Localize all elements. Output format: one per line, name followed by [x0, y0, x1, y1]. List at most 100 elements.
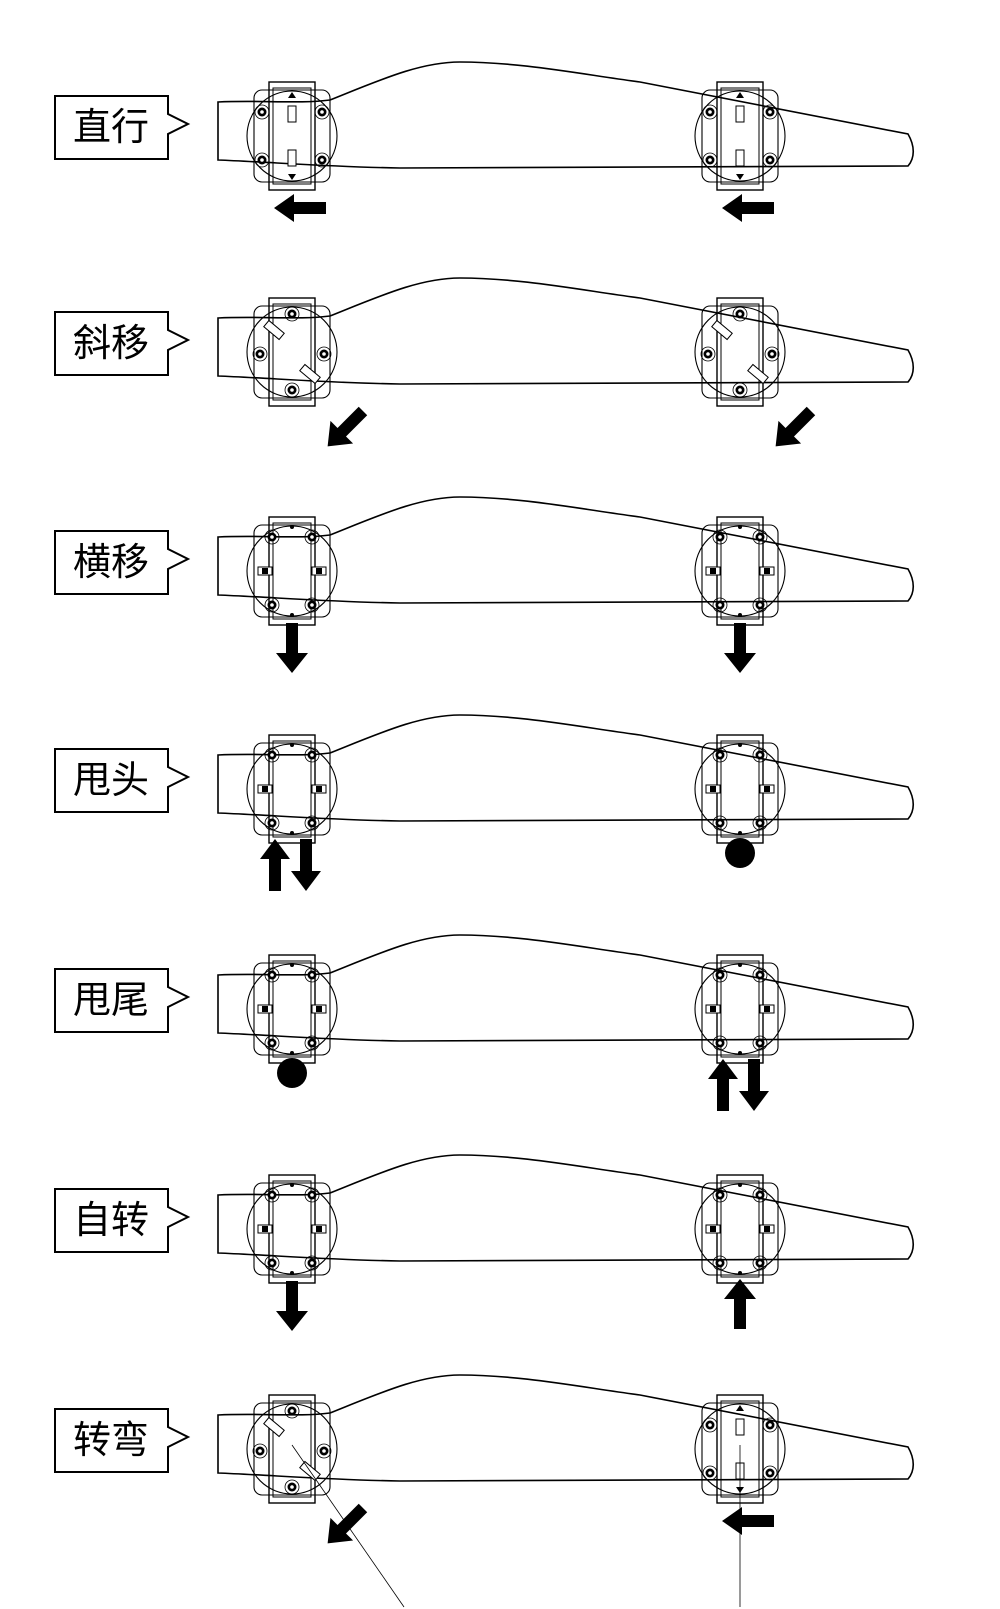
callout-box: [54, 968, 191, 1033]
bolt-icon: [264, 529, 280, 545]
front-motion: [276, 1281, 308, 1331]
saddle-inner: [720, 960, 760, 1058]
bolt-icon: [304, 529, 320, 545]
bolt-icon: [702, 1417, 718, 1433]
blade-outline: [217, 1154, 915, 1263]
bolt-icon: [264, 967, 280, 983]
saddle-inner: [272, 1400, 312, 1498]
bolt-icon: [304, 1187, 320, 1203]
bolt-icon: [254, 104, 270, 120]
rear-motion: [722, 1507, 774, 1535]
arrow-down-icon: [276, 1281, 308, 1331]
bolt-icon: [264, 1187, 280, 1203]
bolt-icon: [304, 1255, 320, 1271]
saddle-inner: [720, 87, 760, 185]
bolt-icon: [712, 597, 728, 613]
arrow-left-icon: [722, 194, 774, 222]
front-transporter: [246, 1174, 338, 1284]
wheel-indicator: [764, 786, 770, 792]
mode-label-callout: 甩尾: [54, 968, 191, 1033]
bolt-icon: [712, 1035, 728, 1051]
wheel-indicator: [299, 363, 321, 385]
saddle-inner: [720, 303, 760, 401]
bolt-icon: [752, 967, 768, 983]
wheel-indicator: [262, 568, 268, 574]
saddle-frame: [268, 516, 316, 626]
saddle-inner: [720, 1180, 760, 1278]
bolt-icon: [732, 306, 748, 322]
bolt-icon: [752, 597, 768, 613]
callout-box: [54, 311, 191, 376]
bolt-icon: [264, 747, 280, 763]
saddle-inner: [272, 303, 312, 401]
wheel-indicator: [764, 568, 770, 574]
bolt-icon: [712, 815, 728, 831]
front-transporter: [246, 954, 338, 1064]
bolt-icon: [752, 1187, 768, 1203]
wheel-indicator: [262, 1006, 268, 1012]
arrow-up-icon: [724, 1279, 756, 1329]
rear-transporter: [694, 1174, 786, 1284]
bolt-icon: [304, 1035, 320, 1051]
bolt-icon: [264, 1035, 280, 1051]
bolt-icon: [264, 1255, 280, 1271]
bolt-icon: [732, 382, 748, 398]
dot-icon: [725, 838, 755, 868]
clamp-bracket: [263, 1416, 285, 1438]
mode-row-diagonal: 斜移: [54, 277, 915, 447]
saddle-inner: [272, 87, 312, 185]
rear-motion: [708, 1059, 769, 1111]
saddle-inner: [272, 522, 312, 620]
saddle-inner: [272, 960, 312, 1058]
up-down-arrows-icon: [260, 839, 321, 891]
wheel-indicator: [316, 568, 322, 574]
wheel-indicator: [288, 92, 296, 98]
rear-transporter: [694, 297, 786, 407]
bolt-icon: [712, 529, 728, 545]
rear-motion: [724, 623, 756, 673]
bolt-icon: [316, 1443, 332, 1459]
bolt-icon: [252, 1443, 268, 1459]
saddle-inner: [720, 522, 760, 620]
saddle-frame: [716, 297, 764, 407]
bolt-icon: [712, 1255, 728, 1271]
callout-box: [54, 530, 191, 595]
blade-outline: [217, 714, 915, 823]
bolt-icon: [712, 1187, 728, 1203]
wheel-indicator: [262, 786, 268, 792]
wheel-indicator: [263, 319, 285, 341]
turntable-ring: [694, 90, 786, 182]
mode-label: 斜移: [73, 321, 149, 365]
bolt-icon: [752, 529, 768, 545]
saddle-inner: [720, 740, 760, 838]
clamp-bracket: [299, 363, 321, 385]
mode-label-callout: 斜移: [54, 311, 191, 376]
bolt-icon: [304, 967, 320, 983]
callout-box: [54, 1188, 191, 1253]
bolt-icon: [284, 1479, 300, 1495]
wheel-indicator: [710, 786, 716, 792]
bolt-icon: [316, 346, 332, 362]
mode-row-straight: 直行: [54, 61, 915, 222]
bolt-icon: [284, 1403, 300, 1419]
bolt-icon: [314, 104, 330, 120]
front-motion: [327, 1503, 368, 1544]
bolt-icon: [252, 346, 268, 362]
front-transporter: [246, 1394, 338, 1504]
rear-motion: [722, 194, 774, 222]
front-transporter: [246, 734, 338, 844]
bolt-icon: [264, 597, 280, 613]
mode-label: 横移: [73, 540, 149, 584]
mode-row-turn: 转弯: [54, 1374, 915, 1608]
bolt-icon: [762, 104, 778, 120]
turn-guide-line: [291, 1444, 405, 1608]
arrow-down-icon: [724, 623, 756, 673]
saddle-frame: [268, 81, 316, 191]
base-plate: [253, 1402, 331, 1496]
wheel-indicator: [764, 1006, 770, 1012]
mode-label: 转弯: [73, 1418, 149, 1462]
wheel-indicator: [316, 1006, 322, 1012]
front-transporter: [246, 81, 338, 191]
mode-row-swing-head: 甩头: [54, 714, 915, 891]
rear-transporter: [694, 81, 786, 191]
